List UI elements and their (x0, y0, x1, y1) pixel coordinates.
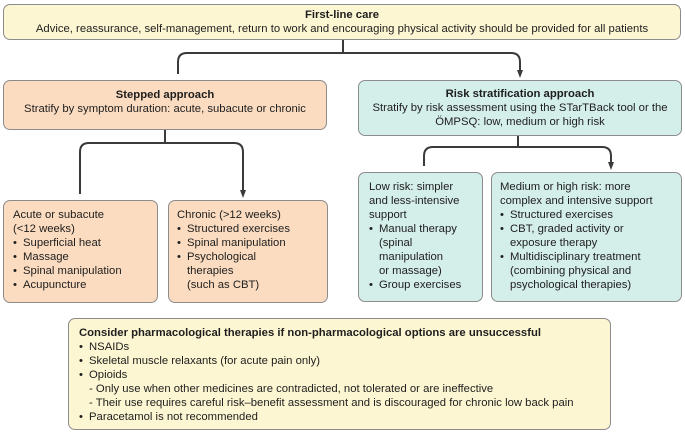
stepped-approach-title: Stepped approach (115, 89, 215, 101)
chronic-item3-line2: therapies (187, 265, 234, 277)
acute-item: Superficial heat (13, 236, 157, 250)
low-risk-item-group-exercises: Group exercises (369, 278, 482, 292)
acute-item: Acupuncture (13, 278, 157, 292)
first-line-care-title: First-line care (304, 9, 380, 21)
pharma-item: Skeletal muscle relaxants (for acute pai… (79, 354, 610, 368)
high-risk-heading-line1: Medium or high risk: more (500, 181, 631, 193)
risk-stratification-title: Risk stratification approach (445, 88, 595, 100)
pharma-item-opioids: Opioids (79, 368, 610, 382)
risk-stratification-text-line2: ÖMPSQ: low, medium or high risk (435, 116, 605, 128)
low-risk-item1-line1: Manual therapy (379, 223, 457, 235)
pharma-item: NSAIDs (79, 340, 610, 354)
low-risk-heading-line3: support (369, 209, 407, 221)
pharma-item: Paracetamol is not recommended (79, 410, 610, 424)
connector-stepped-branch (79, 142, 246, 198)
low-risk-item-manual-therapy: Manual therapy (spinal manipulation or m… (369, 222, 482, 278)
first-line-care-box: First-line care Advice, reassurance, sel… (3, 4, 681, 40)
stepped-approach-text: Stratify by symptom duration: acute, sub… (24, 103, 306, 115)
medium-high-risk-box: Medium or high risk: more complex and in… (491, 172, 682, 302)
low-risk-box: Low risk: simpler and less-intensive sup… (358, 172, 483, 302)
chronic-item-psychological: Psychological therapies (such as CBT) (177, 250, 327, 292)
chronic-item3-line1: Psychological (187, 251, 257, 263)
high-risk-item3-line1: Multidisciplinary treatment (510, 251, 641, 263)
low-risk-item1-line2: (spinal (379, 237, 413, 249)
high-risk-item-multidisciplinary: Multidisciplinary treatment (combining p… (500, 250, 681, 292)
acute-heading-line2: (<12 weeks) (13, 223, 75, 235)
chronic-item: Structured exercises (177, 222, 327, 236)
low-risk-item1-line3: manipulation (379, 251, 444, 263)
high-risk-item3-line2: (combining physical and (510, 265, 632, 277)
stepped-approach-box: Stepped approach Stratify by symptom dur… (3, 80, 327, 130)
high-risk-item3-line3: psychological therapies) (510, 279, 632, 291)
chronic-box: Chronic (>12 weeks) Structured exercises… (168, 200, 328, 303)
pharma-opioids-sub2: - Their use requires careful risk–benefi… (89, 397, 574, 409)
low-risk-heading-line2: and less-intensive (369, 195, 460, 207)
high-risk-item-cbt: CBT, graded activity or exposure therapy (500, 222, 681, 250)
low-risk-item1-line4: or massage) (379, 265, 442, 277)
first-line-care-text: Advice, reassurance, self-management, re… (35, 23, 649, 35)
acute-item: Spinal manipulation (13, 264, 157, 278)
high-risk-item: Structured exercises (500, 208, 681, 222)
risk-stratification-text-line1: Stratify by risk assessment using the ST… (372, 102, 668, 114)
chronic-item: Spinal manipulation (177, 236, 327, 250)
high-risk-heading-line2: complex and intensive support (500, 195, 653, 207)
high-risk-item2-line2: exposure therapy (510, 237, 598, 249)
risk-stratification-box: Risk stratification approach Stratify by… (358, 80, 682, 136)
pharmacological-box: Consider pharmacological therapies if no… (68, 318, 611, 430)
connector-risk-branch (423, 146, 614, 170)
low-risk-heading-line1: Low risk: simpler (369, 181, 454, 193)
high-risk-item2-line1: CBT, graded activity or (510, 223, 624, 235)
acute-item: Massage (13, 250, 157, 264)
chronic-item3-line3: (such as CBT) (187, 279, 260, 291)
pharmacological-title: Consider pharmacological therapies if no… (79, 327, 542, 339)
connector-firstline-branch (177, 52, 523, 78)
acute-heading-line1: Acute or subacute (13, 209, 105, 221)
acute-subacute-box: Acute or subacute (<12 weeks) Superficia… (3, 200, 158, 303)
chronic-heading: Chronic (>12 weeks) (177, 209, 281, 221)
pharma-opioids-sub1: - Only use when other medicines are cont… (89, 383, 494, 395)
